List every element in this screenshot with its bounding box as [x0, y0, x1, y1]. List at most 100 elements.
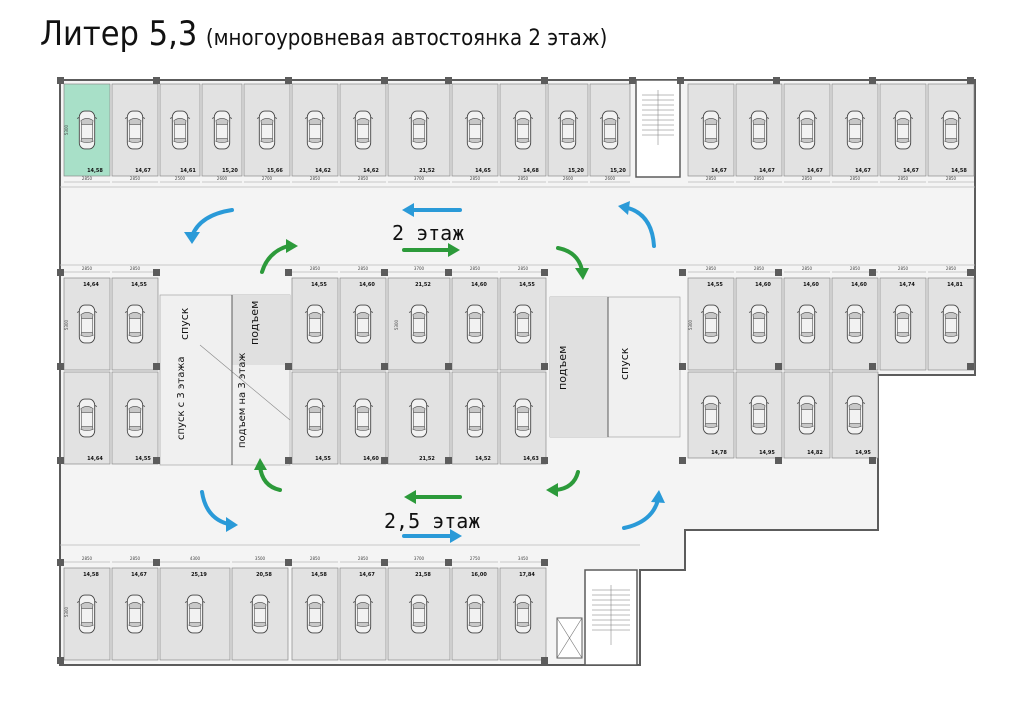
space-area-value: 14,60 [359, 282, 375, 288]
parking-space[interactable]: 14,61 [159, 83, 201, 177]
structural-column [541, 77, 548, 84]
ramp-label-left-down3: спуск с 3 этажа [176, 357, 187, 440]
arrow-blue-bottom-left [200, 490, 230, 526]
parking-space[interactable]: 14,62 [339, 83, 387, 177]
parking-space[interactable]: 14,58 [63, 567, 111, 661]
parking-space[interactable]: 14,55 [291, 371, 339, 465]
car-icon [748, 395, 770, 435]
parking-space[interactable]: 14,68 [499, 83, 547, 177]
parking-space[interactable]: 15,66 [243, 83, 291, 177]
parking-space[interactable]: 14,67 [783, 83, 831, 177]
car-icon [352, 304, 374, 344]
dimension-label: 2850 [358, 266, 369, 271]
parking-space[interactable]: 14,67 [687, 83, 735, 177]
parking-space[interactable]: 21,52 [387, 83, 451, 177]
parking-space[interactable]: 14,55 [499, 277, 547, 371]
space-area-value: 14,60 [363, 456, 379, 462]
space-area-value: 14,67 [807, 168, 823, 174]
car-icon [169, 110, 191, 150]
parking-space[interactable]: 14,52 [451, 371, 499, 465]
space-area-value: 14,60 [755, 282, 771, 288]
car-icon [304, 110, 326, 150]
car-icon [408, 304, 430, 344]
parking-space[interactable]: 14,58 [291, 567, 339, 661]
structural-column [153, 269, 160, 276]
car-icon [940, 304, 962, 344]
parking-space[interactable]: 14,64 [63, 277, 111, 371]
car-icon [464, 398, 486, 438]
parking-space[interactable]: 14,67 [735, 83, 783, 177]
space-area-value: 15,20 [568, 168, 584, 174]
parking-space[interactable]: 14,95 [735, 371, 783, 459]
parking-space[interactable]: 14,64 [63, 371, 111, 465]
parking-space[interactable]: 15,20 [589, 83, 631, 177]
dimension-label: 3700 [414, 556, 425, 561]
space-area-value: 14,68 [523, 168, 539, 174]
parking-space[interactable]: 14,67 [111, 83, 159, 177]
parking-space[interactable]: 14,74 [879, 277, 927, 371]
arrow-green-right-top-head [575, 268, 589, 280]
parking-space[interactable]: 14,63 [499, 371, 547, 465]
parking-space[interactable]: 16,00 [451, 567, 499, 661]
parking-space[interactable]: 21,58 [387, 567, 451, 661]
arrow-blue-bottom-right-head [651, 490, 665, 503]
parking-space[interactable]: 14,65 [451, 83, 499, 177]
dimension-label: 2850 [82, 266, 93, 271]
space-area-value: 14,60 [471, 282, 487, 288]
car-icon [352, 594, 374, 634]
parking-space[interactable]: 14,78 [687, 371, 735, 459]
parking-space[interactable]: 14,62 [291, 83, 339, 177]
parking-space[interactable]: 14,82 [783, 371, 831, 459]
parking-space[interactable]: 25,19 [159, 567, 231, 661]
parking-space[interactable]: 14,67 [111, 567, 159, 661]
parking-space[interactable]: 21,52 [387, 371, 451, 465]
arrow-blue-bottom-left-head [226, 517, 238, 532]
parking-space[interactable]: 14,55 [687, 277, 735, 371]
title-subtitle: (многоуровневая автостоянка 2 этаж) [205, 26, 608, 51]
structural-column [967, 77, 974, 84]
parking-space[interactable]: 14,67 [339, 567, 387, 661]
structural-column [677, 77, 684, 84]
car-icon [249, 594, 271, 634]
parking-space[interactable]: 14,60 [783, 277, 831, 371]
car-icon [512, 304, 534, 344]
parking-space[interactable]: 14,55 [111, 277, 159, 371]
structural-column [445, 363, 452, 370]
parking-space[interactable]: 14,81 [927, 277, 975, 371]
space-area-value: 14,52 [475, 456, 491, 462]
space-area-value: 20,58 [256, 572, 272, 578]
parking-space[interactable]: 14,67 [831, 83, 879, 177]
parking-space[interactable]: 14,60 [339, 277, 387, 371]
parking-space[interactable]: 20,58 [231, 567, 289, 661]
dimension-label: 3700 [414, 266, 425, 271]
car-icon [464, 304, 486, 344]
parking-space[interactable]: 14,60 [339, 371, 387, 465]
parking-space[interactable]: 14,60 [451, 277, 499, 371]
car-icon [76, 304, 98, 344]
parking-space[interactable]: 14,58 [927, 83, 975, 177]
parking-space[interactable]: 15,20 [201, 83, 243, 177]
structural-column [381, 77, 388, 84]
ramp-label-left-down: спуск [178, 307, 191, 340]
space-area-value: 21,52 [419, 456, 435, 462]
parking-space[interactable]: 14,95 [831, 371, 879, 459]
arrow-blue-top-center-head [402, 203, 414, 217]
arrow-blue-top-left-head [184, 232, 200, 244]
parking-space[interactable]: 14,58 [63, 83, 111, 177]
dimension-label: 2850 [82, 556, 93, 561]
parking-space[interactable]: 14,55 [111, 371, 159, 465]
parking-space[interactable]: 14,67 [879, 83, 927, 177]
space-area-value: 14,55 [519, 282, 535, 288]
dimension-label: 2850 [898, 176, 909, 181]
parking-space[interactable]: 14,60 [831, 277, 879, 371]
parking-space[interactable]: 17,84 [499, 567, 547, 661]
car-icon [512, 398, 534, 438]
parking-space[interactable]: 15,20 [547, 83, 589, 177]
structural-column [541, 269, 548, 276]
space-area-value: 14,67 [903, 168, 919, 174]
space-area-value: 14,58 [87, 168, 103, 174]
structural-column [57, 269, 64, 276]
parking-space[interactable]: 14,55 [291, 277, 339, 371]
parking-space[interactable]: 21,52 [387, 277, 451, 371]
parking-space[interactable]: 14,60 [735, 277, 783, 371]
